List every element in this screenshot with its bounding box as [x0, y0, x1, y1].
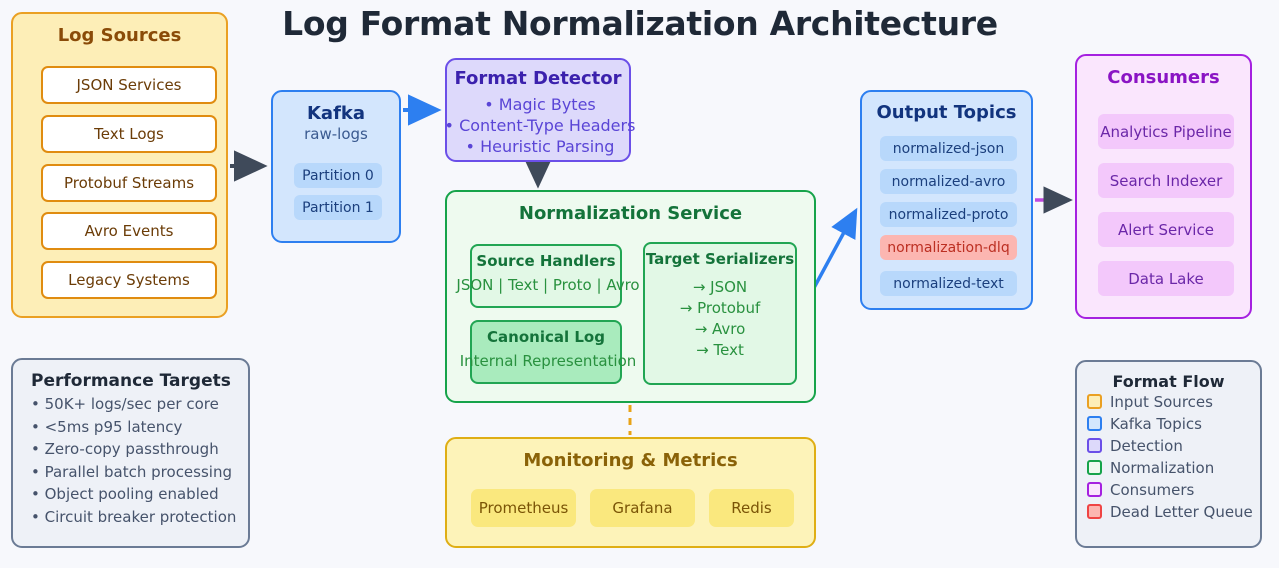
kafka-partition-0[interactable]: Partition 0: [294, 163, 382, 188]
consumer-data-lake[interactable]: Data Lake: [1098, 261, 1234, 296]
legend-row-input-sources: Input Sources: [1087, 391, 1260, 412]
legend-title: Format Flow: [1112, 372, 1225, 391]
output-topic-normalized-text[interactable]: normalized-text: [880, 271, 1017, 296]
performance-item-object-pooling: • Object pooling enabled: [31, 485, 219, 503]
consumer-search-indexer[interactable]: Search Indexer: [1098, 163, 1234, 198]
legend-row-normalization: Normalization: [1087, 457, 1260, 478]
log-source-protobuf-streams[interactable]: Protobuf Streams: [41, 164, 217, 202]
normalization-service-title: Normalization Service: [518, 203, 743, 224]
source-handlers-subtitle: JSON | Text | Proto | Avro: [456, 276, 640, 294]
legend-swatch-input-sources: [1087, 394, 1102, 409]
legend-label-detection: Detection: [1110, 436, 1183, 455]
performance-item-zero-copy: • Zero-copy passthrough: [31, 440, 219, 458]
legend-swatch-detection: [1087, 438, 1102, 453]
detector-bullet-magic-bytes: • Magic Bytes: [484, 95, 596, 114]
legend-swatch-normalization: [1087, 460, 1102, 475]
monitoring-tool-grafana[interactable]: Grafana: [590, 489, 695, 527]
legend-label-dead-letter-queue: Dead Letter Queue: [1110, 502, 1253, 521]
legend-swatch-kafka-topics: [1087, 416, 1102, 431]
kafka-title: Kafka: [306, 103, 366, 124]
log-source-text-logs[interactable]: Text Logs: [41, 115, 217, 153]
log-source-avro-events[interactable]: Avro Events: [41, 212, 217, 250]
legend-label-input-sources: Input Sources: [1110, 392, 1213, 411]
target-serializer-avro: → Avro: [694, 320, 746, 338]
log-source-json-services[interactable]: JSON Services: [41, 66, 217, 104]
performance-targets-panel: Performance Targets • 50K+ logs/sec per …: [11, 358, 250, 548]
kafka-partition-1[interactable]: Partition 1: [294, 195, 382, 220]
legend-label-consumers: Consumers: [1110, 480, 1195, 499]
output-topics-panel: Output Topics normalized-json normalized…: [860, 90, 1033, 310]
format-detector-node: Format Detector • Magic Bytes • Content-…: [445, 58, 635, 162]
canonical-log-subtitle: Internal Representation: [459, 352, 637, 370]
format-detector-title: Format Detector: [454, 68, 622, 89]
target-serializers-title: Target Serializers: [645, 250, 795, 268]
legend-row-consumers: Consumers: [1087, 479, 1260, 500]
detector-bullet-heuristic-parsing: • Heuristic Parsing: [465, 137, 615, 156]
output-topic-normalized-avro[interactable]: normalized-avro: [880, 169, 1017, 194]
target-serializer-protobuf: → Protobuf: [679, 299, 761, 317]
output-topics-title: Output Topics: [876, 102, 1017, 123]
legend-swatch-consumers: [1087, 482, 1102, 497]
normalization-service-panel: Normalization Service Source Handlers JS…: [445, 190, 816, 403]
monitoring-tool-prometheus[interactable]: Prometheus: [471, 489, 576, 527]
monitoring-metrics-panel: Monitoring & Metrics Prometheus Grafana …: [445, 437, 816, 548]
monitoring-metrics-title: Monitoring & Metrics: [523, 450, 738, 471]
legend-swatch-dead-letter-queue: [1087, 504, 1102, 519]
canonical-log-box: Canonical Log Internal Representation: [460, 320, 636, 384]
performance-item-latency: • <5ms p95 latency: [31, 417, 183, 436]
source-handlers-box: Source Handlers JSON | Text | Proto | Av…: [456, 244, 640, 308]
target-serializer-text: → Text: [696, 341, 744, 359]
monitoring-tool-redis[interactable]: Redis: [709, 489, 794, 527]
log-source-legacy-systems[interactable]: Legacy Systems: [41, 261, 217, 299]
output-topic-normalized-proto[interactable]: normalized-proto: [880, 202, 1017, 227]
consumers-title: Consumers: [1107, 67, 1220, 88]
log-sources-title: Log Sources: [57, 25, 182, 46]
performance-item-throughput: • 50K+ logs/sec per core: [31, 395, 219, 413]
output-topic-normalization-dlq[interactable]: normalization-dlq: [880, 235, 1017, 260]
legend-row-dead-letter-queue: Dead Letter Queue: [1087, 501, 1260, 522]
format-detector-bullets: • Magic Bytes • Content-Type Headers • H…: [437, 94, 643, 157]
consumers-panel: Consumers Analytics Pipeline Search Inde…: [1075, 54, 1252, 319]
target-serializer-json: → JSON: [692, 278, 748, 296]
output-topic-normalized-json[interactable]: normalized-json: [880, 136, 1017, 161]
legend-label-normalization: Normalization: [1110, 458, 1215, 477]
target-serializers-box: Target Serializers → JSON → Protobuf → A…: [643, 242, 797, 385]
legend-label-kafka-topics: Kafka Topics: [1110, 414, 1202, 433]
performance-item-circuit-breaker: • Circuit breaker protection: [31, 507, 237, 526]
target-serializers-lines: → JSON → Protobuf → Avro → Text: [645, 277, 795, 361]
consumer-alert-service[interactable]: Alert Service: [1098, 212, 1234, 247]
source-handlers-title: Source Handlers: [476, 252, 616, 270]
legend-row-kafka-topics: Kafka Topics: [1087, 413, 1260, 434]
legend-rows: Input Sources Kafka Topics Detection Nor…: [1077, 391, 1260, 522]
legend-panel: Format Flow Input Sources Kafka Topics D…: [1075, 360, 1262, 548]
canonical-log-title: Canonical Log: [487, 328, 605, 346]
diagram-title: Log Format Normalization Architecture: [282, 4, 998, 43]
performance-targets-title: Performance Targets: [31, 371, 231, 391]
performance-item-parallel-batch: • Parallel batch processing: [31, 462, 232, 481]
detector-bullet-content-type-headers: • Content-Type Headers: [444, 116, 636, 135]
log-sources-panel: Log Sources JSON Services Text Logs Prot…: [11, 12, 228, 318]
kafka-node: Kafka raw-logs Partition 0 Partition 1: [271, 90, 401, 243]
kafka-subtitle: raw-logs: [304, 125, 368, 143]
consumer-analytics-pipeline[interactable]: Analytics Pipeline: [1098, 114, 1234, 149]
legend-row-detection: Detection: [1087, 435, 1260, 456]
